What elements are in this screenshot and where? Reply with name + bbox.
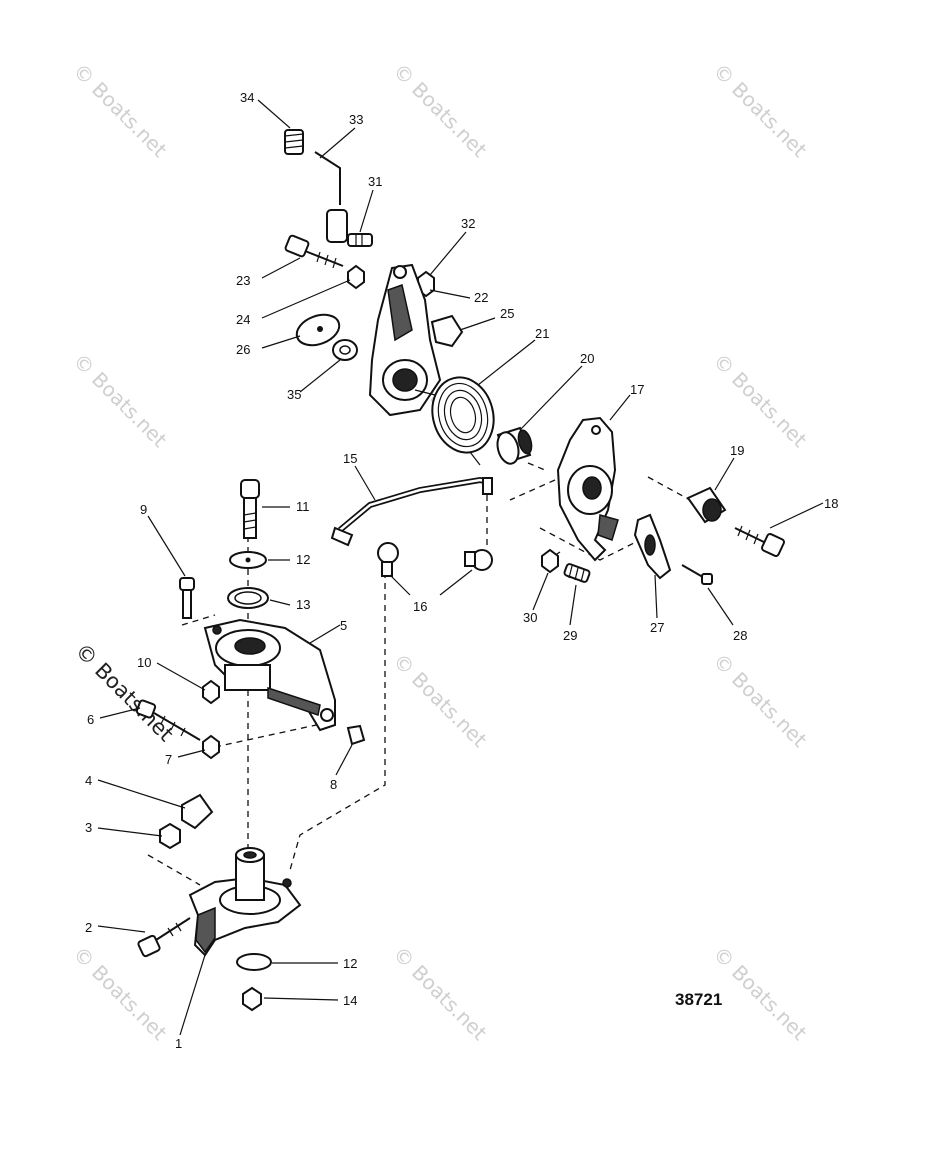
watermark: © Boats.net bbox=[708, 59, 811, 162]
part-3-nut bbox=[159, 822, 181, 850]
part-11-bolt bbox=[240, 479, 260, 539]
callout-7: 7 bbox=[165, 752, 172, 767]
part-4-cap bbox=[181, 793, 214, 830]
part-12-washer-bottom bbox=[236, 953, 272, 971]
part-14-nut bbox=[242, 986, 262, 1012]
part-5-control-arm bbox=[203, 618, 336, 732]
part-12-washer-top bbox=[229, 551, 267, 569]
part-17-cam bbox=[556, 416, 619, 562]
callout-35: 35 bbox=[287, 387, 301, 402]
part-8-cap bbox=[346, 724, 366, 746]
watermark: © Boats.net bbox=[388, 59, 491, 162]
watermark: © Boats.net bbox=[68, 59, 171, 162]
callout-9: 9 bbox=[140, 502, 147, 517]
callout-4: 4 bbox=[85, 773, 92, 788]
watermark: © Boats.net bbox=[68, 349, 171, 452]
callout-17: 17 bbox=[630, 382, 644, 397]
callout-1: 1 bbox=[175, 1036, 182, 1051]
watermark-dark: © Boats.net bbox=[70, 639, 178, 747]
part-35-washer bbox=[332, 339, 358, 361]
watermark: © Boats.net bbox=[708, 349, 811, 452]
callout-20: 20 bbox=[580, 351, 594, 366]
callout-34: 34 bbox=[240, 90, 254, 105]
callout-12b: 12 bbox=[343, 956, 357, 971]
part-22-throttle-arm bbox=[368, 263, 442, 417]
callout-8: 8 bbox=[330, 777, 337, 792]
part-2-bolt bbox=[137, 917, 191, 958]
callout-23: 23 bbox=[236, 273, 250, 288]
part-25-cap bbox=[430, 314, 464, 348]
callout-13: 13 bbox=[296, 597, 310, 612]
callout-26: 26 bbox=[236, 342, 250, 357]
watermark: © Boats.net bbox=[708, 649, 811, 752]
callout-32: 32 bbox=[461, 216, 475, 231]
watermark: © Boats.net bbox=[388, 649, 491, 752]
watermark: © Boats.net bbox=[708, 942, 811, 1045]
leader-lines bbox=[97, 99, 824, 1036]
part-16-ball-joints bbox=[377, 542, 493, 577]
callout-29: 29 bbox=[563, 628, 577, 643]
part-20-bushing bbox=[496, 426, 533, 465]
part-23-bolt bbox=[284, 234, 344, 269]
callout-3: 3 bbox=[85, 820, 92, 835]
callout-30: 30 bbox=[523, 610, 537, 625]
part-33-rod bbox=[314, 151, 341, 205]
part-18-bolt bbox=[734, 525, 785, 557]
part-30-nut bbox=[541, 548, 559, 574]
callout-5: 5 bbox=[340, 618, 347, 633]
part-15-link-rod bbox=[330, 476, 493, 547]
part-13-ring bbox=[227, 587, 269, 609]
callout-33: 33 bbox=[349, 112, 363, 127]
callout-24: 24 bbox=[236, 312, 250, 327]
callout-21: 21 bbox=[535, 326, 549, 341]
part-34-spring bbox=[284, 129, 304, 155]
part-19-bushing bbox=[686, 486, 727, 524]
callout-2: 2 bbox=[85, 920, 92, 935]
part-27-plate bbox=[633, 513, 672, 580]
callout-labels: 1 2 3 4 5 6 7 8 9 10 11 12 13 12 14 15 1… bbox=[85, 90, 838, 1051]
callout-19: 19 bbox=[730, 443, 744, 458]
part-29-screw bbox=[563, 563, 591, 583]
watermark: © Boats.net bbox=[388, 942, 491, 1045]
callout-15: 15 bbox=[343, 451, 357, 466]
part-10-nut bbox=[202, 679, 220, 705]
callout-12a: 12 bbox=[296, 552, 310, 567]
watermarks: © Boats.net © Boats.net © Boats.net © Bo… bbox=[68, 59, 811, 1045]
callout-11: 11 bbox=[296, 499, 310, 514]
callout-18: 18 bbox=[824, 496, 838, 511]
callout-22: 22 bbox=[474, 290, 488, 305]
part-1-base-lever bbox=[188, 847, 302, 957]
part-24-nut bbox=[347, 264, 365, 290]
callout-10: 10 bbox=[137, 655, 151, 670]
part-6-screw bbox=[135, 699, 201, 741]
figure-number: 38721 bbox=[675, 990, 722, 1009]
part-21-spring bbox=[414, 376, 495, 466]
callout-28: 28 bbox=[733, 628, 747, 643]
part-31-connector bbox=[326, 209, 373, 247]
part-26-washer bbox=[295, 313, 341, 347]
part-28-screw bbox=[681, 564, 713, 585]
callout-31: 31 bbox=[368, 174, 382, 189]
part-9-bolt bbox=[179, 577, 195, 619]
callout-16: 16 bbox=[413, 599, 427, 614]
callout-6: 6 bbox=[87, 712, 94, 727]
callout-27: 27 bbox=[650, 620, 664, 635]
part-7-nut bbox=[202, 734, 220, 760]
callout-14: 14 bbox=[343, 993, 357, 1008]
watermark: © Boats.net bbox=[68, 942, 171, 1045]
callout-25: 25 bbox=[500, 306, 514, 321]
